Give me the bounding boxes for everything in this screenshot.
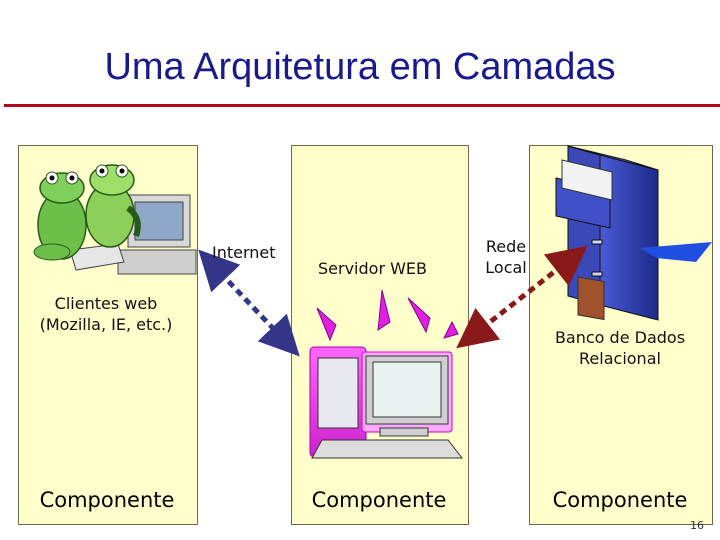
client-component-label: Componente <box>39 488 175 512</box>
frogs-computer-icon <box>33 164 197 275</box>
title-underline <box>4 104 720 107</box>
local-network-label-line1: Rede <box>485 237 527 256</box>
database-label-line1: Banco de Dados <box>554 328 686 347</box>
page-title: Uma Arquitetura em Camadas <box>104 46 616 88</box>
web-server-computer-icon <box>309 289 464 459</box>
local-network-label: Rede Local <box>478 237 534 279</box>
filing-cabinet-icon <box>555 145 712 321</box>
web-clients-label-line1: Clientes web <box>54 294 158 313</box>
database-component-label: Componente <box>552 488 688 512</box>
internet-label: Internet <box>212 243 276 262</box>
page-number: 16 <box>690 519 704 532</box>
web-clients-label: Clientes web (Mozilla, IE, etc.) <box>26 294 186 336</box>
local-network-arrow <box>456 245 588 349</box>
database-label-line2: Relacional <box>579 348 661 368</box>
local-network-label-line2: Local <box>485 257 527 277</box>
server-component-label: Componente <box>311 488 447 512</box>
internet-connection-arrow <box>198 249 300 357</box>
web-clients-label-line2: (Mozilla, IE, etc.) <box>39 314 173 334</box>
database-label: Banco de Dados Relacional <box>545 328 695 370</box>
web-server-label: Servidor WEB <box>318 259 428 278</box>
